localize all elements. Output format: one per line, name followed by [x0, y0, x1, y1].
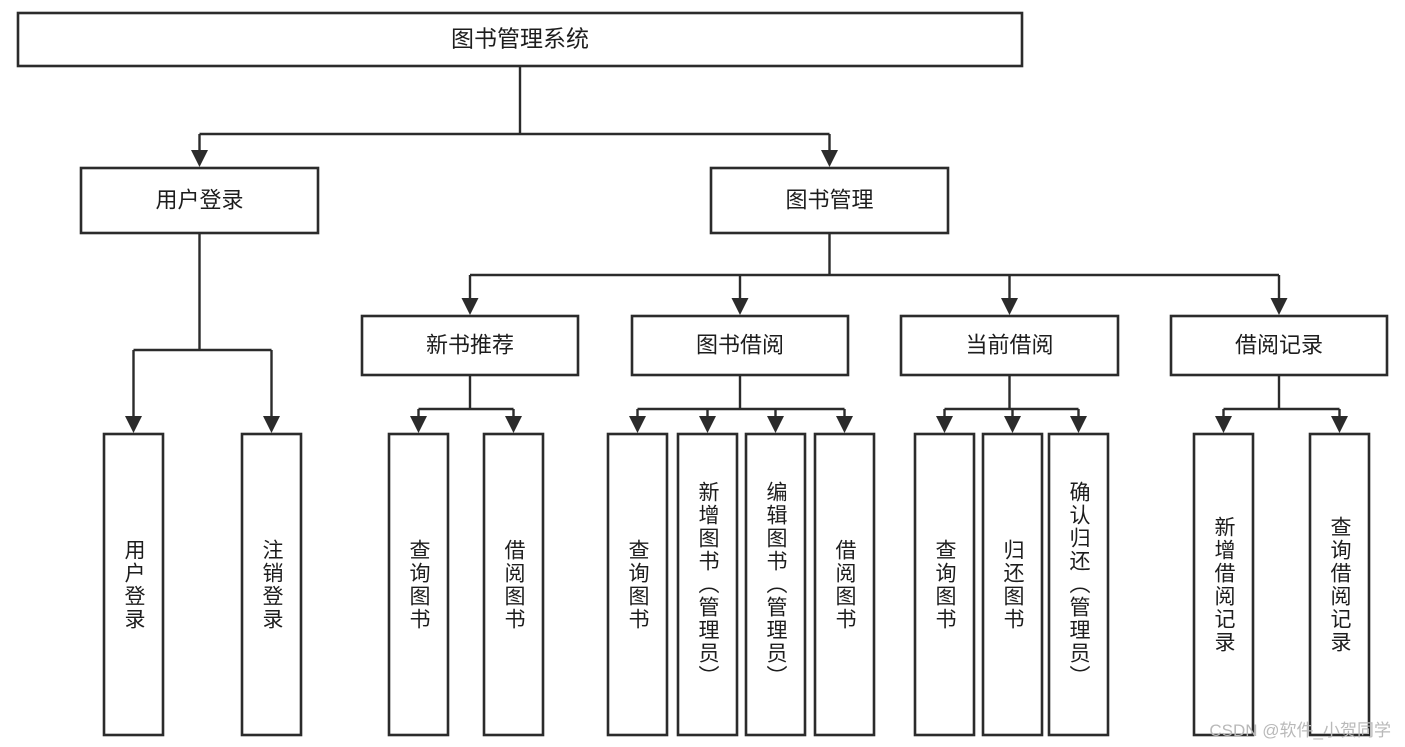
node-box-leaf-query-book[interactable]: [606, 432, 669, 737]
edge-arrowhead-icon: [699, 416, 716, 433]
edge-arrowhead-icon: [821, 150, 838, 167]
node-leaf-edit-book[interactable]: [744, 432, 807, 737]
node-borrow-record[interactable]: 借阅记录: [1169, 314, 1389, 377]
node-leaf-logout[interactable]: [240, 432, 303, 737]
node-label-borrow-record: 借阅记录: [1235, 332, 1323, 357]
node-box-root[interactable]: [16, 11, 1024, 68]
node-box-leaf-user-login[interactable]: [102, 432, 165, 737]
node-box-current-borrow[interactable]: [899, 314, 1120, 377]
node-user-login[interactable]: 用户登录: [79, 166, 320, 235]
node-label-book-borrow: 图书借阅: [696, 332, 784, 357]
edge-arrowhead-icon: [629, 416, 646, 433]
node-label-book-manage: 图书管理: [785, 187, 873, 212]
node-root[interactable]: 图书管理系统: [16, 11, 1024, 68]
node-box-borrow-record[interactable]: [1169, 314, 1389, 377]
edge-arrowhead-icon: [410, 416, 427, 433]
edge-arrowhead-icon: [1070, 416, 1087, 433]
edge-arrowhead-icon: [505, 416, 522, 433]
node-box-leaf-logout[interactable]: [240, 432, 303, 737]
node-leaf-return-book[interactable]: [981, 432, 1044, 737]
edge-arrowhead-icon: [836, 416, 853, 433]
edge-arrowhead-icon: [731, 298, 749, 315]
node-leaf-confirm-return[interactable]: [1047, 432, 1110, 737]
node-book-borrow[interactable]: 图书借阅: [630, 314, 850, 377]
node-label-current-borrow: 当前借阅: [965, 332, 1053, 357]
edges-layer: [125, 66, 1348, 433]
node-box-leaf-query-book-rec[interactable]: [387, 432, 450, 737]
node-leaf-query-book-rec[interactable]: [387, 432, 450, 737]
node-leaf-add-record[interactable]: [1192, 432, 1255, 737]
node-new-book-rec[interactable]: 新书推荐: [360, 314, 580, 377]
node-box-leaf-borrow-book-rec[interactable]: [482, 432, 545, 737]
node-box-leaf-add-record[interactable]: [1192, 432, 1255, 737]
node-book-manage[interactable]: 图书管理: [709, 166, 950, 235]
node-leaf-borrow-book-rec[interactable]: [482, 432, 545, 737]
node-box-leaf-borrow-book[interactable]: [813, 432, 876, 737]
edge-arrowhead-icon: [767, 416, 784, 433]
edge-arrowhead-icon: [1004, 416, 1021, 433]
node-box-leaf-edit-book[interactable]: [744, 432, 807, 737]
node-leaf-query-record[interactable]: [1308, 432, 1371, 737]
node-box-leaf-query-book-cur[interactable]: [913, 432, 976, 737]
node-box-book-manage[interactable]: [709, 166, 950, 235]
node-label-user-login: 用户登录: [155, 187, 243, 212]
node-label-root: 图书管理系统: [451, 26, 589, 52]
node-leaf-query-book-cur[interactable]: [913, 432, 976, 737]
edge-arrowhead-icon: [1270, 298, 1288, 315]
node-box-leaf-query-record[interactable]: [1308, 432, 1371, 737]
node-box-user-login[interactable]: [79, 166, 320, 235]
node-box-new-book-rec[interactable]: [360, 314, 580, 377]
node-leaf-user-login[interactable]: [102, 432, 165, 737]
node-leaf-add-book[interactable]: [676, 432, 739, 737]
edge-arrowhead-icon: [461, 298, 479, 315]
edge-arrowhead-icon: [1215, 416, 1232, 433]
edge-arrowhead-icon: [263, 416, 280, 433]
node-box-leaf-return-book[interactable]: [981, 432, 1044, 737]
edge-arrowhead-icon: [191, 150, 208, 167]
edge-arrowhead-icon: [936, 416, 953, 433]
edge-arrowhead-icon: [125, 416, 142, 433]
node-current-borrow[interactable]: 当前借阅: [899, 314, 1120, 377]
edge-arrowhead-icon: [1331, 416, 1348, 433]
node-box-leaf-confirm-return[interactable]: [1047, 432, 1110, 737]
edge-arrowhead-icon: [1001, 298, 1018, 315]
node-leaf-borrow-book[interactable]: [813, 432, 876, 737]
node-box-leaf-add-book[interactable]: [676, 432, 739, 737]
watermark-text: CSDN @软件_小贺同学: [1209, 721, 1391, 740]
node-label-new-book-rec: 新书推荐: [426, 332, 514, 357]
node-box-book-borrow[interactable]: [630, 314, 850, 377]
node-leaf-query-book[interactable]: [606, 432, 669, 737]
